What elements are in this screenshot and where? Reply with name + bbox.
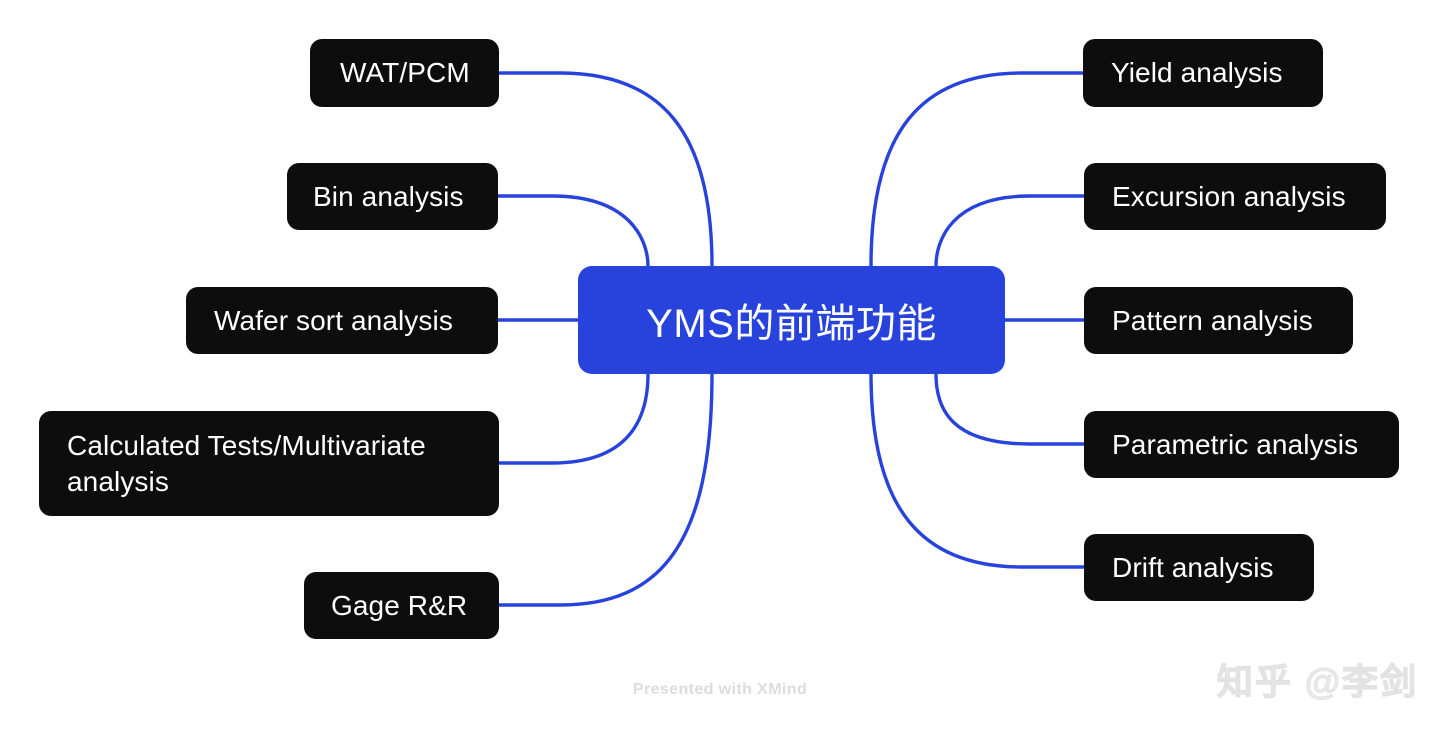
connector-line [934,194,1086,268]
branch-node-label: WAT/PCM [340,57,470,89]
branch-node-pattern-analysis[interactable]: Pattern analysis [1084,287,1353,354]
branch-node-parametric-analysis[interactable]: Parametric analysis [1084,411,1399,478]
connector-line [496,194,650,268]
branch-node-label: Wafer sort analysis [214,304,453,336]
branch-node-wat-pcm[interactable]: WAT/PCM [310,39,499,107]
branch-node-label: Gage R&R [331,589,468,621]
central-topic-node[interactable]: YMS的前端功能 [578,266,1005,374]
branch-node-label: Bin analysis [313,180,464,212]
connector-line [497,372,714,607]
xmind-credit: Presented with XMind [632,681,808,698]
branch-node-label: Drift analysis [1112,551,1274,583]
connector-line [934,372,1086,446]
connector-line [497,71,714,268]
branch-node-gage-rr[interactable]: Gage R&R [304,572,499,639]
branch-node-label: Excursion analysis [1112,180,1346,212]
branch-node-excursion-analysis[interactable]: Excursion analysis [1084,163,1386,230]
branch-node-label: Parametric analysis [1112,428,1359,460]
zhihu-watermark: 知乎 @李剑 [1216,661,1418,703]
branch-node-bin-analysis[interactable]: Bin analysis [287,163,498,230]
branch-node-label: Yield analysis [1111,57,1283,89]
branch-node-label: Calculated Tests/Multivariate analysis [67,429,426,497]
branch-node-wafer-sort-analysis[interactable]: Wafer sort analysis [186,287,498,354]
connector-line [869,372,1086,569]
central-topic-label: YMS的前端功能 [646,302,937,346]
branch-node-label: Pattern analysis [1112,304,1313,336]
connector-line [869,71,1085,268]
branch-node-drift-analysis[interactable]: Drift analysis [1084,534,1314,601]
connector-line [497,372,650,465]
branch-node-yield-analysis[interactable]: Yield analysis [1083,39,1323,107]
branch-node-calculated-tests-multivariate-analysis[interactable]: Calculated Tests/Multivariate analysis [39,411,499,516]
